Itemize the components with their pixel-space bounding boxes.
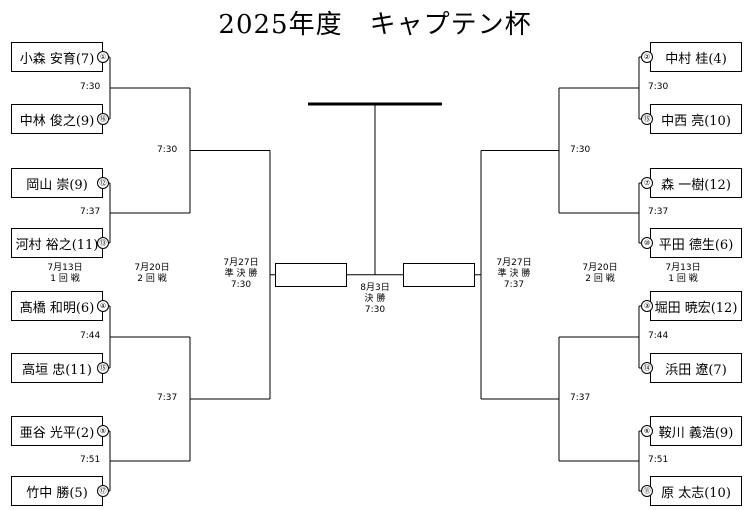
- player-box-right: 鞍川 義浩(9): [650, 416, 742, 446]
- player-box-left: 岡山 崇(9): [11, 168, 103, 198]
- match-time: 7:37: [648, 207, 669, 217]
- player-box-right: 中村 桂(4): [650, 42, 742, 72]
- match-time: 7:30: [157, 144, 178, 155]
- player-box-right: 平田 德生(6): [650, 228, 742, 258]
- seed-number: ⑤: [97, 425, 109, 437]
- seed-number: ②: [641, 51, 653, 63]
- seed-number: ⑩: [641, 237, 653, 249]
- match-time: 7:37: [157, 393, 178, 403]
- match-time: 7:51: [80, 455, 101, 465]
- match-time: 7:30: [570, 144, 591, 155]
- player-box-left: 高垣 忠(11): [11, 353, 103, 383]
- match-time: 7:37: [570, 393, 591, 403]
- seed-number: ⑦: [641, 177, 653, 189]
- seed-number: ⑪: [641, 485, 653, 497]
- match-time: 7:30: [648, 82, 669, 92]
- seed-number: ④: [97, 300, 109, 312]
- seed-number: ⑭: [641, 362, 653, 374]
- player-box-left: 髙橋 和明(6): [11, 291, 103, 321]
- seed-number: ⑯: [97, 113, 109, 125]
- seed-number: ①: [97, 51, 109, 63]
- semifinal-winner-box-left: [275, 262, 347, 287]
- player-box-left: 竹中 勝(5): [11, 476, 103, 506]
- player-box-left: 中林 俊之(9): [11, 104, 103, 134]
- player-box-right: 浜田 遼(7): [650, 353, 742, 383]
- match-time: 7:30: [80, 82, 101, 92]
- player-box-right: 森 一樹(12): [650, 168, 742, 198]
- seed-number: ⑰: [97, 485, 109, 497]
- player-box-left: 小森 安育(7): [11, 42, 103, 72]
- player-box-right: 堀田 暁宏(12): [650, 291, 742, 321]
- player-box-right: 中西 亮(10): [650, 104, 742, 134]
- seed-number: ⑮: [97, 362, 109, 374]
- match-time: 7:51: [648, 455, 669, 465]
- seed-number: ⑮: [641, 113, 653, 125]
- seed-number: ⑥: [641, 425, 653, 437]
- player-box-left: 河村 裕之(11): [11, 228, 103, 258]
- page-title: 2025年度 キャプテン杯: [218, 10, 532, 40]
- match-time: 7:44: [648, 331, 669, 341]
- match-time: 7:37: [80, 207, 101, 217]
- player-box-left: 亜谷 光平(2): [11, 416, 103, 446]
- seed-number: ⑫: [97, 177, 109, 189]
- match-time: 7:44: [80, 331, 101, 341]
- player-box-right: 原 太志(10): [650, 476, 742, 506]
- seed-number: ⑬: [97, 237, 109, 249]
- semifinal-winner-box-right: [403, 262, 475, 287]
- seed-number: ③: [641, 300, 653, 312]
